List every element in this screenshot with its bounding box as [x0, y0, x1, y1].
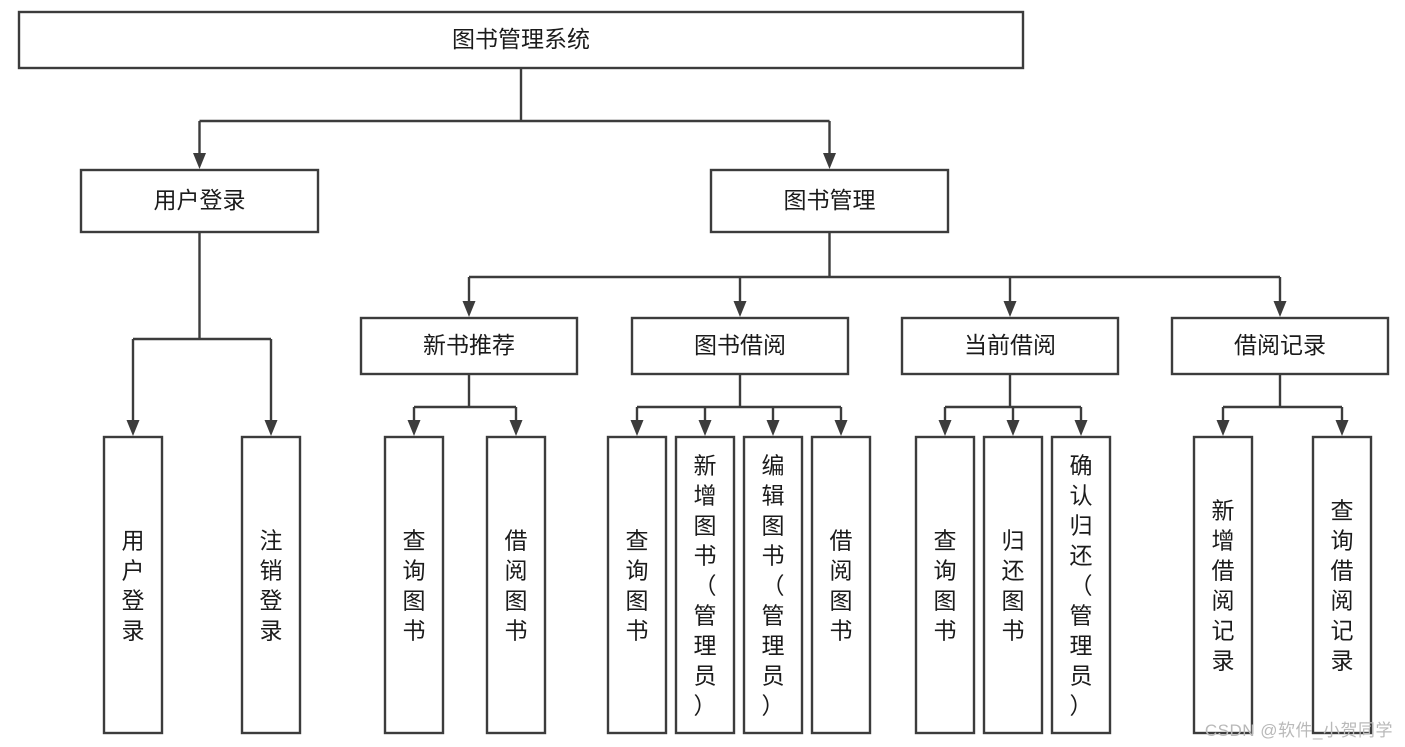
node-leaf-borrow-book-1[interactable]: 借阅图书 — [485, 435, 547, 735]
node-box-current-borrow — [900, 316, 1120, 376]
node-label-leaf-query-book-3: 查询图书 — [934, 527, 957, 643]
node-box-leaf-user-logout — [240, 435, 302, 735]
node-box-leaf-query-book-2 — [606, 435, 668, 735]
node-user-login[interactable]: 用户登录 — [79, 168, 320, 234]
node-box-leaf-add-record — [1192, 435, 1254, 735]
node-box-borrow-record — [1170, 316, 1390, 376]
node-box-leaf-user-login — [102, 435, 164, 735]
edge-group-book-manage — [462, 232, 1287, 317]
node-box-leaf-query-record — [1311, 435, 1373, 735]
node-label-leaf-query-record: 查询借阅记录 — [1331, 497, 1354, 673]
node-leaf-user-login[interactable]: 用户登录 — [102, 435, 164, 735]
node-label-leaf-add-record: 新增借阅记录 — [1212, 497, 1235, 673]
edge-group-root — [193, 68, 836, 169]
node-leaf-confirm-return[interactable]: 确认归还（管理员） — [1050, 435, 1112, 735]
node-label-leaf-edit-book: 编辑图书（管理员） — [762, 452, 785, 718]
node-label-leaf-user-login: 用户登录 — [122, 527, 145, 643]
node-label-leaf-user-logout: 注销登录 — [260, 527, 283, 643]
node-box-leaf-borrow-book-2 — [810, 435, 872, 735]
node-box-leaf-query-book-1 — [383, 435, 445, 735]
node-leaf-query-record[interactable]: 查询借阅记录 — [1311, 435, 1373, 735]
edge-group-current-borrow — [938, 374, 1088, 436]
node-box-new-book-recommend — [359, 316, 579, 376]
node-label-leaf-confirm-return: 确认归还（管理员） — [1070, 452, 1093, 718]
node-label-book-borrow: 图书借阅 — [694, 332, 786, 358]
node-label-current-borrow: 当前借阅 — [964, 332, 1056, 358]
node-leaf-query-book-1[interactable]: 查询图书 — [383, 435, 445, 735]
node-label-book-manage: 图书管理 — [784, 187, 876, 213]
node-leaf-query-book-3[interactable]: 查询图书 — [914, 435, 976, 735]
node-label-user-login: 用户登录 — [154, 187, 246, 213]
node-leaf-return-book[interactable]: 归还图书 — [982, 435, 1044, 735]
node-leaf-add-record[interactable]: 新增借阅记录 — [1192, 435, 1254, 735]
node-new-book-recommend[interactable]: 新书推荐 — [359, 316, 579, 376]
node-box-book-manage — [709, 168, 950, 234]
node-label-leaf-query-book-2: 查询图书 — [626, 527, 649, 643]
nodes-layer: 图书管理系统用户登录图书管理新书推荐图书借阅当前借阅借阅记录用户登录注销登录查询… — [17, 10, 1390, 735]
node-label-leaf-query-book-1: 查询图书 — [403, 527, 426, 643]
node-leaf-add-book[interactable]: 新增图书（管理员） — [674, 435, 736, 735]
node-leaf-borrow-book-2[interactable]: 借阅图书 — [810, 435, 872, 735]
node-root[interactable]: 图书管理系统 — [17, 10, 1025, 70]
node-box-leaf-edit-book — [742, 435, 804, 735]
node-book-borrow[interactable]: 图书借阅 — [630, 316, 850, 376]
edge-group-borrow-record — [1216, 374, 1349, 436]
node-box-user-login — [79, 168, 320, 234]
node-box-leaf-confirm-return — [1050, 435, 1112, 735]
node-current-borrow[interactable]: 当前借阅 — [900, 316, 1120, 376]
node-box-book-borrow — [630, 316, 850, 376]
node-box-leaf-query-book-3 — [914, 435, 976, 735]
node-label-root: 图书管理系统 — [452, 26, 590, 52]
node-leaf-query-book-2[interactable]: 查询图书 — [606, 435, 668, 735]
node-box-root — [17, 10, 1025, 70]
node-leaf-user-logout[interactable]: 注销登录 — [240, 435, 302, 735]
node-label-leaf-borrow-book-1: 借阅图书 — [505, 527, 528, 643]
node-label-new-book-recommend: 新书推荐 — [423, 332, 515, 358]
node-box-leaf-add-book — [674, 435, 736, 735]
edge-group-book-borrow — [630, 374, 848, 436]
node-label-leaf-add-book: 新增图书（管理员） — [694, 452, 717, 718]
node-label-leaf-return-book: 归还图书 — [1002, 527, 1025, 643]
edge-group-new-book-recommend — [407, 374, 523, 436]
edges-layer — [126, 68, 1349, 436]
node-label-borrow-record: 借阅记录 — [1234, 332, 1326, 358]
node-label-leaf-borrow-book-2: 借阅图书 — [830, 527, 853, 643]
node-book-manage[interactable]: 图书管理 — [709, 168, 950, 234]
node-leaf-edit-book[interactable]: 编辑图书（管理员） — [742, 435, 804, 735]
node-borrow-record[interactable]: 借阅记录 — [1170, 316, 1390, 376]
edge-group-user-login — [126, 232, 278, 436]
node-box-leaf-borrow-book-1 — [485, 435, 547, 735]
node-box-leaf-return-book — [982, 435, 1044, 735]
